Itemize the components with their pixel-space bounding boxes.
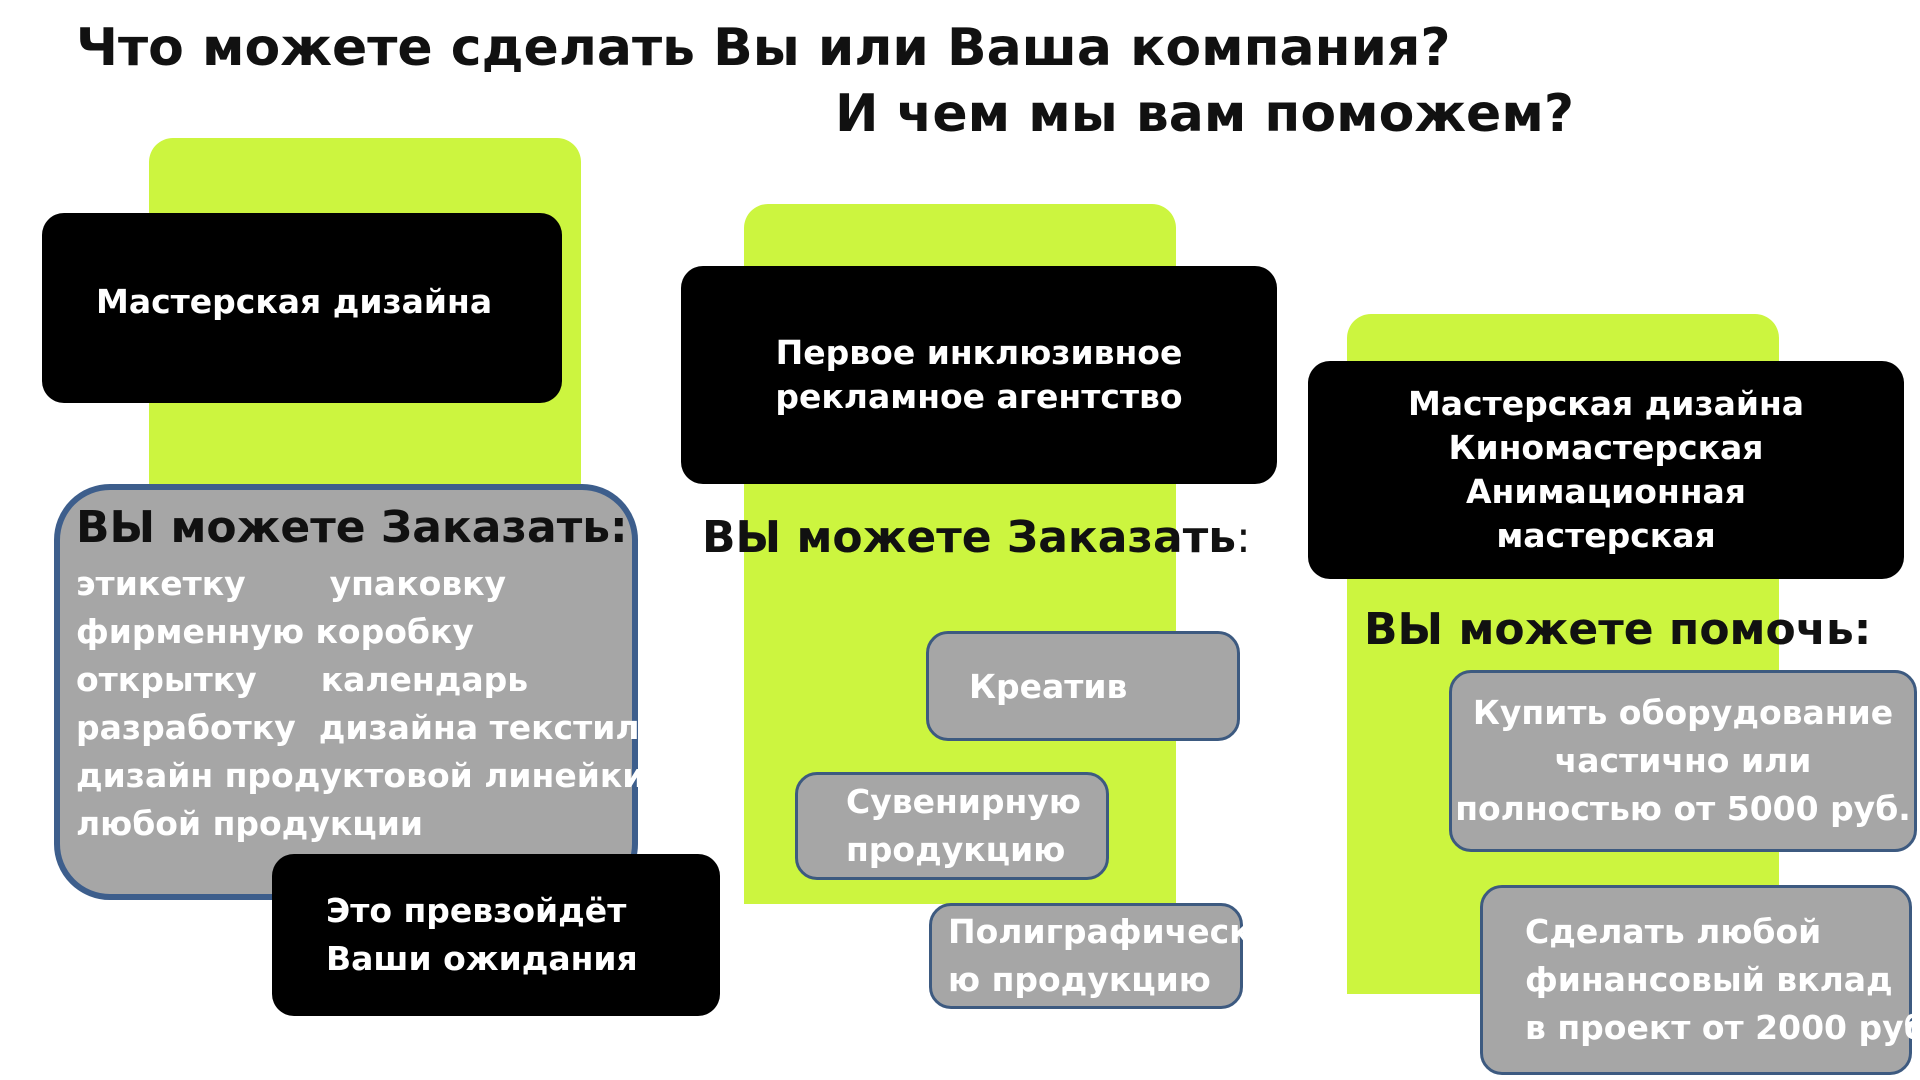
financial-contribution-button[interactable]: Сделать любой финансовый вклад в проект …: [1480, 885, 1920, 1075]
order-item-textile: дизайна текстиля: [318, 708, 661, 747]
order-line-5: дизайн продуктовой линейки: [76, 752, 645, 800]
studios-box: Мастерская дизайна Киномастерская Анимац…: [1308, 361, 1904, 579]
order-heading: ВЫ можете Заказать:: [76, 502, 628, 553]
order-item-package: упаковку: [329, 564, 507, 603]
print-line-1: Полиграфическу: [948, 912, 1274, 951]
studios-line-1: Мастерская дизайна: [1407, 384, 1805, 423]
equipment-line-3: полностью от 5000 руб.: [1455, 789, 1911, 828]
equipment-line-1: Купить оборудование: [1472, 693, 1894, 732]
studios-line-2: Киномастерская: [1448, 428, 1764, 467]
souvenir-line-1: Сувенирную: [846, 782, 1081, 821]
order-item-label: этикетку: [76, 564, 246, 603]
order-panel: ВЫ можете Заказать: этикетку упаковку фир…: [54, 484, 661, 900]
order-line-3: открытку календарь: [76, 656, 632, 704]
souvenir-button[interactable]: Сувенирную продукцию: [795, 772, 1109, 880]
design-studio-label: Мастерская дизайна: [96, 281, 493, 321]
order-line-1: этикетку упаковку: [76, 560, 632, 608]
exceed-expectations-box: Это превзойдёт Ваши ожидания: [272, 854, 720, 1016]
order-item-product-line: дизайн продуктовой линейки: [76, 756, 646, 795]
order-heading-2: ВЫ можете Заказать:: [702, 512, 1251, 563]
exceed-line-1: Это превзойдёт: [326, 891, 627, 930]
agency-line-2: рекламное агентство: [775, 377, 1183, 416]
equipment-line-2: частично или: [1554, 741, 1812, 780]
agency-line-1: Первое инклюзивное: [775, 333, 1183, 372]
souvenir-line-2: продукцию: [846, 830, 1066, 869]
print-line-2: ю продукцию: [948, 960, 1211, 999]
exceed-line-2: Ваши ожидания: [326, 939, 638, 978]
invest-line-1: Сделать любой: [1525, 912, 1822, 951]
invest-line-3: в проект от 2000 руб.: [1525, 1008, 1920, 1047]
creative-button[interactable]: Креатив: [926, 631, 1240, 741]
order-item-development: разработку: [76, 708, 296, 747]
studios-line-3: Анимационная: [1465, 472, 1747, 511]
order-item-postcard: открытку: [76, 660, 257, 699]
page-title-line-1: Что можете сделать Вы или Ваша компания?: [76, 18, 1451, 78]
order-line-6: любой продукции: [76, 800, 632, 848]
creative-label: Креатив: [969, 666, 1128, 706]
order-item-box: фирменную коробку: [76, 612, 474, 651]
order-line-4: разработку дизайна текстиля: [76, 704, 661, 752]
order-line-2: фирменную коробку: [76, 608, 632, 656]
page-title-line-2: И чем мы вам поможем?: [835, 84, 1574, 144]
studios-line-4: мастерская: [1496, 516, 1716, 555]
help-heading: ВЫ можете помочь:: [1364, 604, 1872, 655]
buy-equipment-button[interactable]: Купить оборудование частично или полност…: [1449, 670, 1917, 852]
inclusive-agency-box: Первое инклюзивное рекламное агентство: [681, 266, 1277, 484]
order-item-calendar: календарь: [320, 660, 529, 699]
invest-line-2: финансовый вклад: [1525, 960, 1893, 999]
print-products-button[interactable]: Полиграфическу ю продукцию: [929, 903, 1274, 1009]
order-item-any-product: любой продукции: [76, 804, 423, 843]
design-studio-box: Мастерская дизайна: [42, 213, 562, 403]
